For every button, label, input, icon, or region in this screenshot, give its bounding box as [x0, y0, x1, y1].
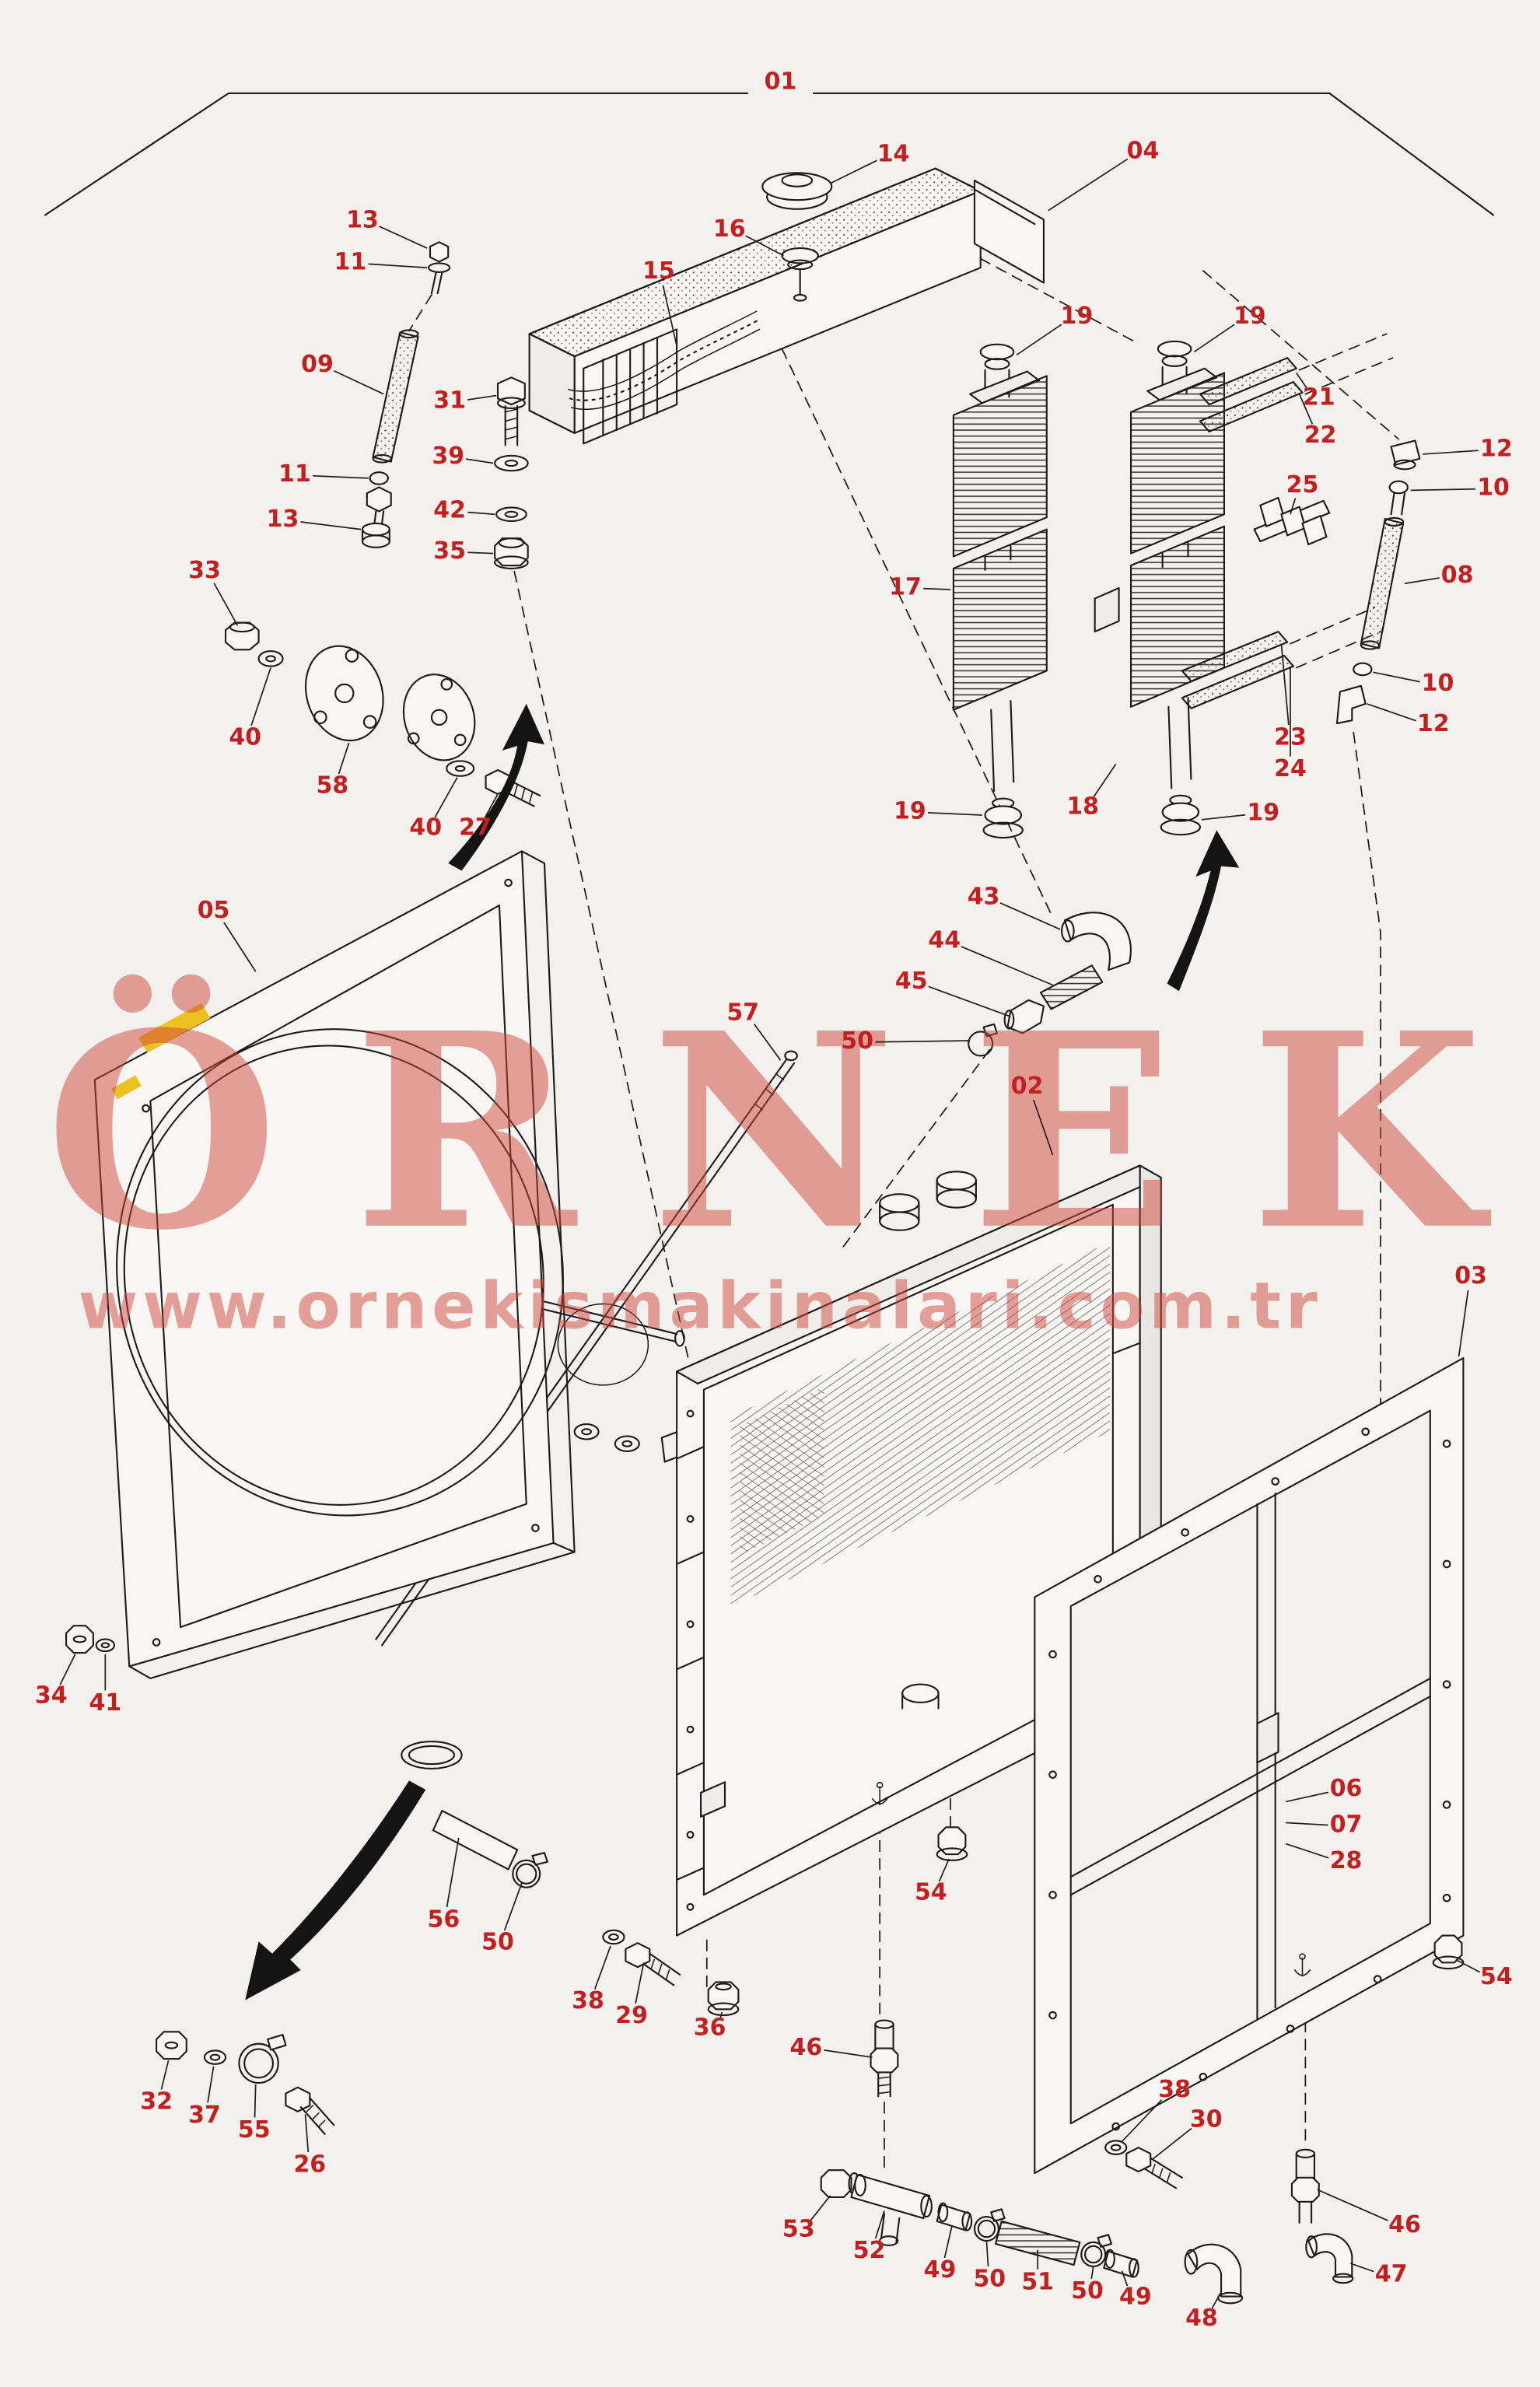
callout-02: 02 — [1010, 1073, 1044, 1100]
callout-52: 52 — [852, 2236, 886, 2264]
radiator-02 — [676, 1164, 1162, 1937]
callout-39: 39 — [432, 442, 465, 470]
callout-15: 15 — [642, 257, 675, 285]
fan-shroud-05 — [93, 850, 576, 1679]
fittings-09-group — [361, 241, 451, 548]
callout-53: 53 — [782, 2215, 815, 2243]
callout-41: 41 — [89, 1689, 122, 1717]
callout-55: 55 — [237, 2116, 271, 2144]
callout-40: 40 — [409, 814, 443, 842]
callout-14: 14 — [877, 140, 910, 168]
arrow-up-left — [448, 703, 544, 871]
callout-54: 54 — [1480, 1962, 1513, 1990]
callout-58: 58 — [316, 772, 349, 800]
top-tank-04 — [528, 167, 1045, 445]
callout-22: 22 — [1304, 421, 1337, 449]
callout-45: 45 — [894, 967, 928, 995]
bolt-stack-31-39-42-35 — [494, 376, 529, 569]
bars-21-22-23-24-25 — [1181, 357, 1331, 709]
callout-57: 57 — [726, 999, 760, 1027]
core-17 — [952, 343, 1048, 839]
core-18 — [1094, 340, 1226, 836]
callout-11: 11 — [334, 248, 367, 276]
callout-56: 56 — [427, 1906, 460, 1934]
callout-23: 23 — [1274, 723, 1307, 751]
callout-44: 44 — [928, 926, 961, 954]
callout-34: 34 — [34, 1682, 68, 1710]
arrow-up-right — [1167, 830, 1240, 992]
callout-08: 08 — [1440, 561, 1474, 589]
callout-50: 50 — [481, 1928, 514, 1956]
callout-25: 25 — [1286, 471, 1319, 499]
callout-17: 17 — [889, 573, 922, 600]
callout-50: 50 — [973, 2265, 1006, 2293]
callout-54: 54 — [915, 1878, 947, 1906]
bottom-hardware — [65, 1625, 1465, 2305]
callout-43: 43 — [967, 883, 1000, 911]
callout-03: 03 — [1454, 1262, 1487, 1290]
callout-05: 05 — [197, 896, 230, 924]
callout-27: 27 — [459, 814, 492, 842]
callout-38: 38 — [1158, 2075, 1191, 2103]
callout-04: 04 — [1126, 137, 1160, 165]
callout-13: 13 — [266, 506, 299, 533]
arrow-down-left — [245, 1780, 426, 2000]
tube-08-group — [1335, 439, 1421, 725]
callout-09: 09 — [301, 351, 334, 378]
callout-21: 21 — [1302, 383, 1335, 411]
callout-48: 48 — [1185, 2304, 1218, 2332]
callout-19: 19 — [1060, 303, 1094, 330]
callout-01: 01 — [764, 68, 797, 96]
callout-37: 37 — [188, 2101, 221, 2129]
callout-24: 24 — [1274, 755, 1307, 782]
callout-40: 40 — [229, 723, 262, 751]
guard-frame-03 — [1034, 1356, 1465, 2175]
callout-46: 46 — [789, 2033, 823, 2061]
callout-12: 12 — [1416, 710, 1450, 737]
callout-13: 13 — [346, 206, 379, 234]
callout-18: 18 — [1066, 793, 1100, 821]
callout-38: 38 — [572, 1986, 604, 2014]
callout-12: 12 — [1480, 435, 1513, 463]
frame-outline — [44, 92, 1495, 216]
construction-lines — [408, 257, 1400, 2175]
callout-26: 26 — [293, 2151, 327, 2179]
callout-11: 11 — [278, 460, 311, 488]
callout-42: 42 — [433, 496, 467, 524]
callout-35: 35 — [433, 537, 467, 565]
callout-07: 07 — [1329, 1811, 1363, 1839]
callout-29: 29 — [615, 2002, 648, 2029]
callout-36: 36 — [693, 2014, 726, 2042]
callout-31: 31 — [433, 387, 467, 415]
callout-49: 49 — [923, 2256, 957, 2284]
callout-06: 06 — [1329, 1775, 1363, 1802]
callout-49: 49 — [1118, 2283, 1152, 2311]
callout-30: 30 — [1189, 2105, 1223, 2133]
callout-50: 50 — [841, 1027, 874, 1055]
callout-32: 32 — [140, 2088, 173, 2116]
callout-19: 19 — [1247, 799, 1280, 827]
callout-16: 16 — [712, 215, 746, 243]
callout-10: 10 — [1421, 669, 1454, 697]
callout-47: 47 — [1374, 2260, 1408, 2288]
callout-19: 19 — [1233, 303, 1266, 330]
callout-28: 28 — [1329, 1846, 1363, 1874]
callout-10: 10 — [1477, 474, 1510, 502]
callout-33: 33 — [188, 556, 221, 584]
elbow-43-group — [968, 912, 1132, 1057]
callout-46: 46 — [1388, 2210, 1421, 2238]
callout-19: 19 — [893, 797, 926, 825]
callout-51: 51 — [1021, 2268, 1055, 2296]
callout-50: 50 — [1071, 2277, 1104, 2305]
